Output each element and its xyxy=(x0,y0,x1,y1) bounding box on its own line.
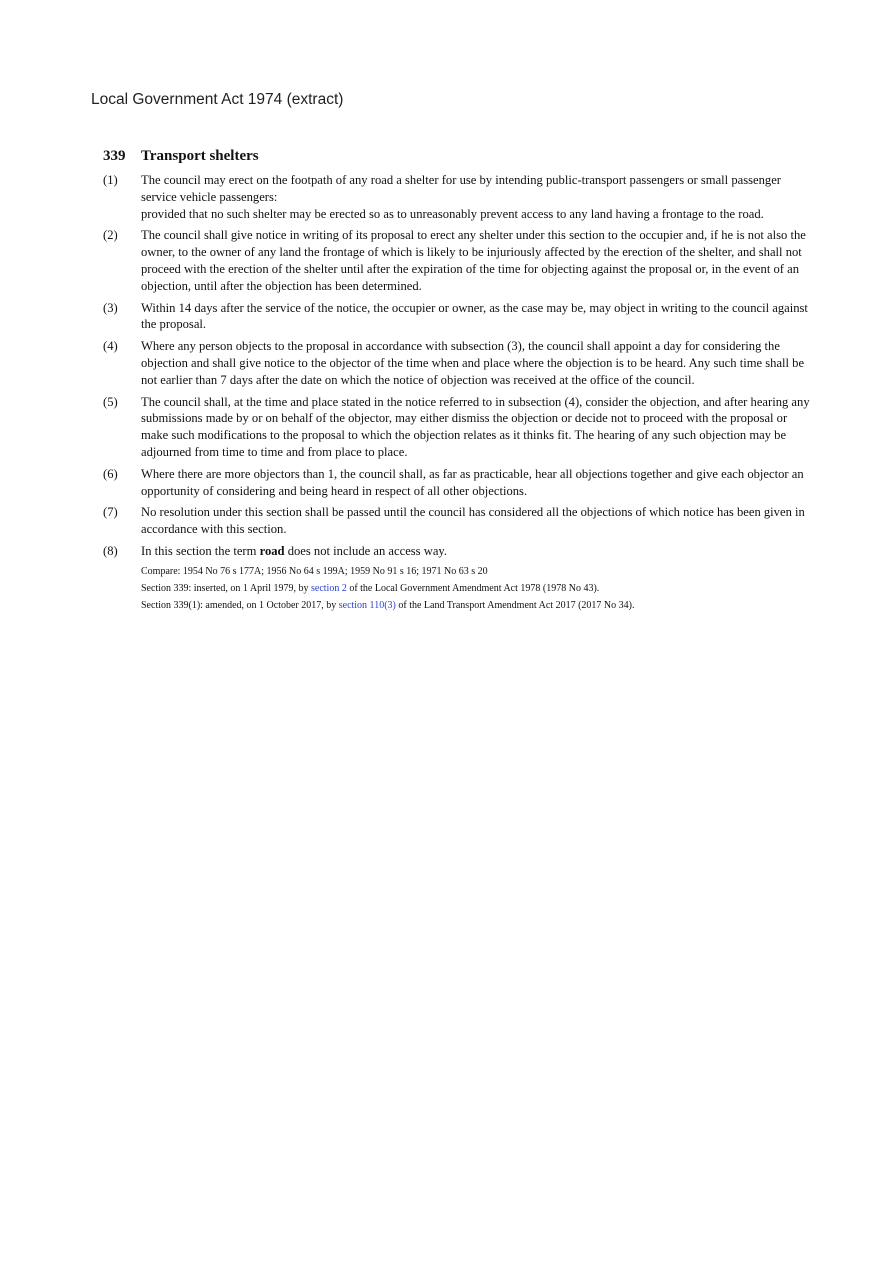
subsection-text: The council shall give notice in writing… xyxy=(141,228,806,293)
history-note-after: of the Local Government Amendment Act 19… xyxy=(346,582,600,594)
subsection-label: (6) xyxy=(103,466,118,481)
history-note-before: Section 339: inserted, on 1 April 1979, … xyxy=(141,582,311,594)
subsection-label: (7) xyxy=(103,505,118,520)
subsection-3: (3) Within 14 days after the service of … xyxy=(103,300,815,334)
section-339: 339 Transport shelters (1) The council m… xyxy=(103,146,815,614)
subsection-4: (4) Where any person objects to the prop… xyxy=(103,338,815,388)
document-title: Local Government Act 1974 (extract) xyxy=(91,91,344,108)
history-note: Section 339: inserted, on 1 April 1979, … xyxy=(141,580,815,597)
subsection-text: In this section the term road does not i… xyxy=(141,543,815,560)
subsection-body: The council may erect on the footpath of… xyxy=(141,172,815,222)
section-heading: 339 Transport shelters xyxy=(103,146,815,166)
subsection-proviso: provided that no such shelter may be ere… xyxy=(141,206,764,221)
subsection-label: (1) xyxy=(103,173,118,187)
subsection-label: (8) xyxy=(103,543,118,558)
subsection-1: (1) The council may erect on the footpat… xyxy=(103,172,815,222)
subsection-7: (7) No resolution under this section sha… xyxy=(103,504,815,538)
definition-text-after: does not include an access way. xyxy=(284,543,448,558)
amendment-link[interactable]: section 2 xyxy=(311,582,347,594)
subsection-text: Where there are more objectors than 1, t… xyxy=(141,466,804,498)
section-title: Transport shelters xyxy=(141,148,259,164)
subsection-text: The council may erect on the footpath of… xyxy=(141,173,781,204)
definition-text-before: In this section the term xyxy=(141,543,260,558)
compare-note: Compare: 1954 No 76 s 177A; 1956 No 64 s… xyxy=(141,565,488,577)
subsection-text: Within 14 days after the service of the … xyxy=(141,300,808,332)
subsection-label: (2) xyxy=(103,228,118,243)
subsection-5: (5) The council shall, at the time and p… xyxy=(103,394,815,461)
subsection-text: Where any person objects to the proposal… xyxy=(141,339,805,387)
history-notes: Compare: 1954 No 76 s 177A; 1956 No 64 s… xyxy=(141,563,815,614)
subsection-2: (2) The council shall give notice in wri… xyxy=(103,227,815,294)
subsection-label: (4) xyxy=(103,339,118,354)
subsection-label: (3) xyxy=(103,300,118,315)
history-note-before: Section 339(1): amended, on 1 October 20… xyxy=(141,599,339,611)
subsection-text: The council shall, at the time and place… xyxy=(141,394,810,459)
defined-term: road xyxy=(259,543,285,558)
section-number: 339 xyxy=(103,148,126,164)
history-note-after: of the Land Transport Amendment Act 2017… xyxy=(395,599,635,611)
subsection-text: No resolution under this section shall b… xyxy=(141,505,805,537)
subsection-label: (5) xyxy=(103,394,118,409)
subsection-6: (6) Where there are more objectors than … xyxy=(103,466,815,500)
amendment-link[interactable]: section 110(3) xyxy=(338,599,396,611)
subsection-8: (8) In this section the term road does n… xyxy=(103,543,815,560)
history-note: Section 339(1): amended, on 1 October 20… xyxy=(141,597,815,614)
